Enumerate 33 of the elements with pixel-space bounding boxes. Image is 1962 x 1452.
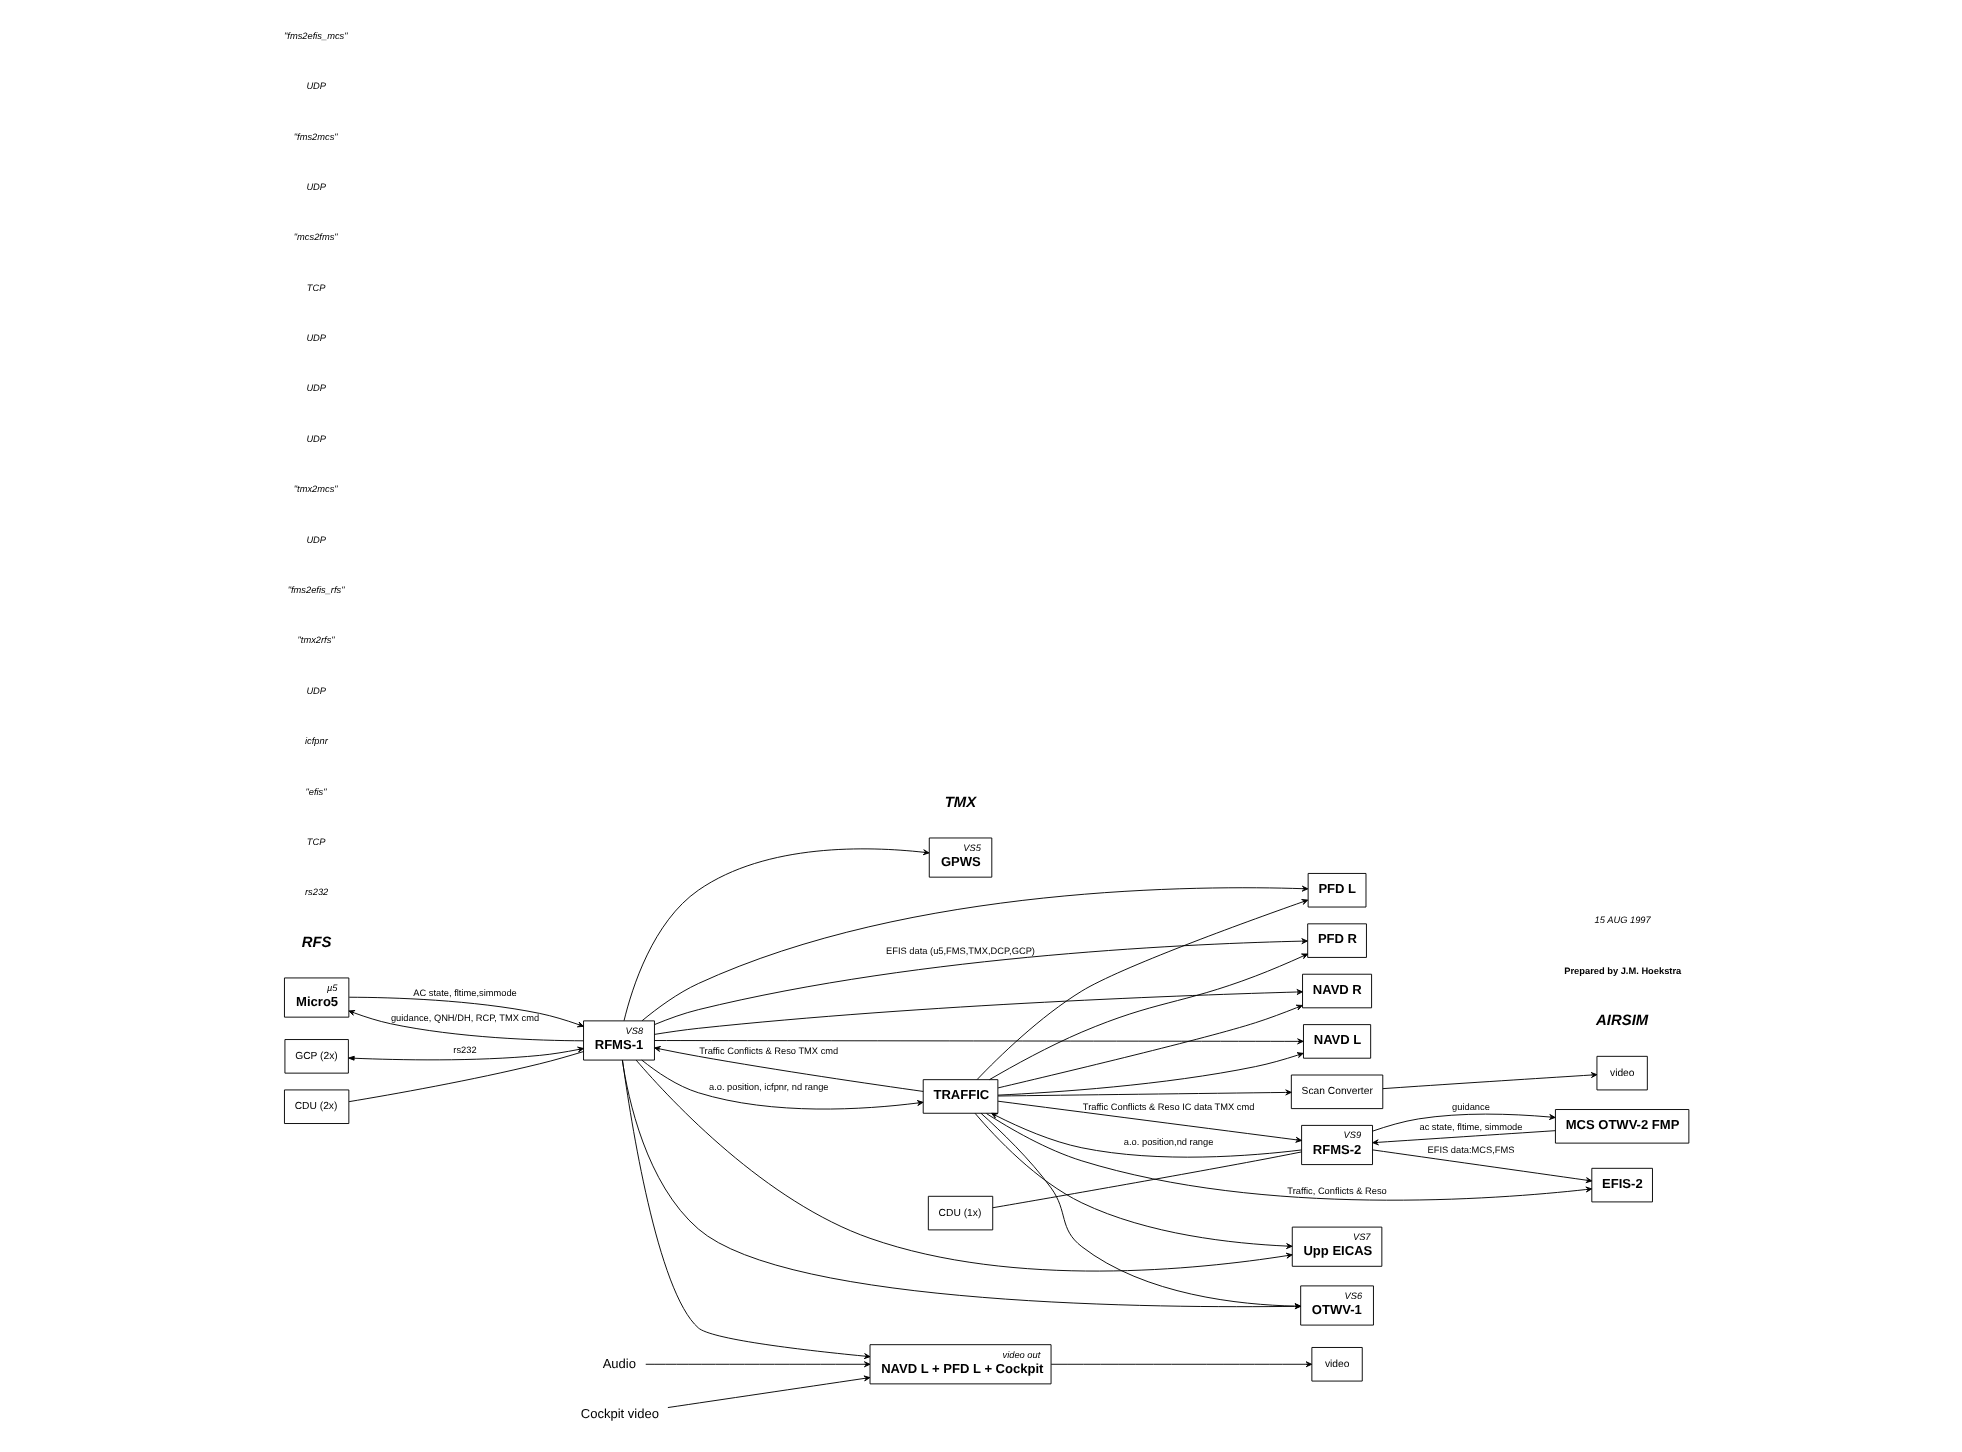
arrow [653, 1038, 1303, 1045]
arrow [985, 1113, 1592, 1201]
arrow [640, 885, 1308, 1022]
arrow [1371, 1113, 1555, 1132]
connector [347, 1051, 583, 1103]
arrow [996, 1089, 1291, 1097]
arrow [1381, 1072, 1597, 1090]
arrow [996, 1004, 1302, 1089]
arrow [347, 1010, 583, 1042]
label: TMX [943, 793, 976, 811]
arrow [644, 1361, 870, 1368]
arrow [622, 848, 929, 1022]
arrow [666, 1375, 870, 1409]
arrow [996, 1052, 1303, 1096]
arrow [1371, 1149, 1592, 1184]
arrow [1049, 1361, 1312, 1368]
arrow [347, 996, 583, 1028]
arrow [1371, 1130, 1555, 1146]
arrow [653, 989, 1302, 1035]
arrow [996, 1100, 1302, 1143]
arrow [990, 1112, 1302, 1158]
arrow [640, 1059, 923, 1110]
arrow [621, 1059, 870, 1360]
label: AIRSIM [1595, 1011, 1648, 1030]
label: RFS [300, 932, 331, 951]
arrow [988, 953, 1308, 1081]
arrow [347, 1046, 583, 1061]
arrow [653, 1046, 923, 1092]
arrow [634, 1059, 1292, 1272]
arrow [653, 938, 1307, 1025]
arrow [973, 1112, 1292, 1250]
arrow [975, 899, 1308, 1080]
connector [991, 1151, 1302, 1209]
